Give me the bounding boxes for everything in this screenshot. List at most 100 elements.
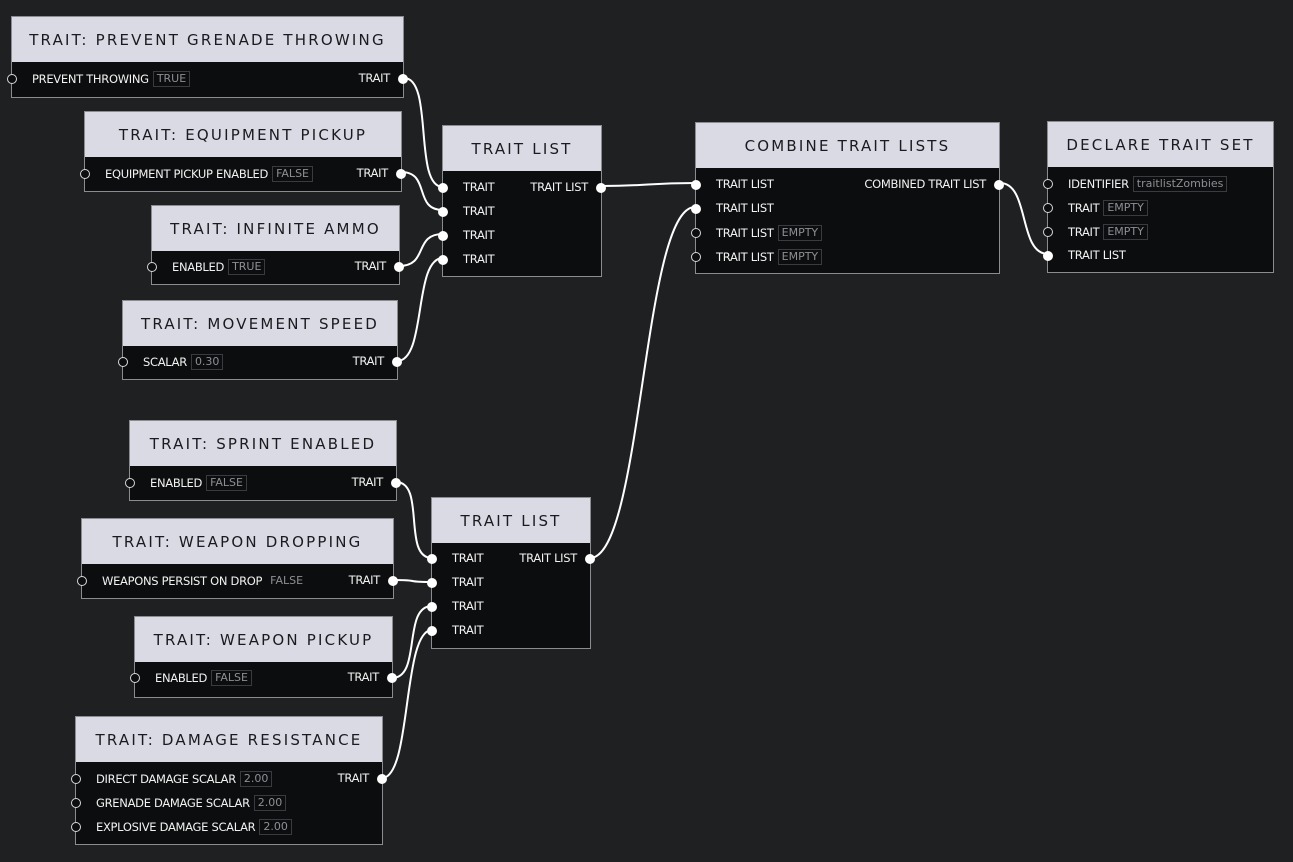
node-trait-weapon-pickup[interactable]: TRAIT: WEAPON PICKUP ENABLED FALSE TRAIT <box>130 616 397 698</box>
node-trait-list-2[interactable]: TRAIT LIST TRAIT TRAIT LIST TRAIT TRAIT … <box>427 497 595 649</box>
input-value-field[interactable]: 2.00 <box>259 819 292 835</box>
input-value-field[interactable]: 2.00 <box>239 771 273 787</box>
node-row: TRAIT LIST EMPTY <box>691 248 999 266</box>
output-pin[interactable] <box>392 357 402 367</box>
input-pin[interactable] <box>125 478 135 488</box>
input-value-field[interactable]: FALSE <box>272 166 313 182</box>
input-label: EQUIPMENT PICKUP ENABLED <box>105 167 269 181</box>
node-row: GRENADE DAMAGE SCALAR 2.00 <box>71 794 382 812</box>
input-value-field[interactable]: EMPTY <box>1103 200 1148 216</box>
input-label: WEAPONS PERSIST ON DROP <box>102 574 263 588</box>
wire <box>400 171 444 211</box>
input-pin[interactable] <box>438 207 448 217</box>
input-label: IDENTIFIER <box>1068 177 1129 191</box>
node-trait-equipment-pickup[interactable]: TRAIT: EQUIPMENT PICKUP EQUIPMENT PICKUP… <box>80 111 406 192</box>
node-title[interactable]: TRAIT: MOVEMENT SPEED <box>123 301 397 346</box>
input-label: TRAIT <box>463 252 495 266</box>
input-value-field[interactable]: EMPTY <box>777 249 823 265</box>
output-pin[interactable] <box>388 576 398 586</box>
input-pin[interactable] <box>77 576 87 586</box>
input-label: PREVENT THROWING <box>32 72 149 86</box>
output-pin[interactable] <box>391 478 401 488</box>
input-pin[interactable] <box>438 255 448 265</box>
input-label: DIRECT DAMAGE SCALAR <box>96 772 236 786</box>
output-pin[interactable] <box>377 774 387 784</box>
input-pin[interactable] <box>7 74 17 84</box>
input-label: TRAIT <box>463 180 495 194</box>
node-row: TRAIT LIST <box>1043 247 1273 265</box>
input-pin[interactable] <box>691 228 701 238</box>
node-title[interactable]: COMBINE TRAIT LISTS <box>696 123 999 168</box>
input-pin[interactable] <box>1043 179 1053 189</box>
input-value-field[interactable]: EMPTY <box>1103 224 1148 240</box>
input-pin[interactable] <box>427 602 437 612</box>
output-label: COMBINED TRAIT LIST <box>864 177 986 191</box>
input-value-field[interactable]: FALSE <box>270 574 304 587</box>
output-pin[interactable] <box>387 673 397 683</box>
input-pin[interactable] <box>1043 203 1053 213</box>
output-pin[interactable] <box>398 74 408 84</box>
node-trait-infinite-ammo[interactable]: TRAIT: INFINITE AMMO ENABLED TRUE TRAIT <box>147 205 404 285</box>
input-value-field[interactable]: FALSE <box>206 475 247 491</box>
input-pin[interactable] <box>147 262 157 272</box>
node-trait-weapon-dropping[interactable]: TRAIT: WEAPON DROPPING WEAPONS PERSIST O… <box>77 518 398 599</box>
node-row: DIRECT DAMAGE SCALAR 2.00 TRAIT <box>71 770 387 788</box>
node-title[interactable]: TRAIT: WEAPON PICKUP <box>135 617 392 662</box>
node-trait-damage-resistance[interactable]: TRAIT: DAMAGE RESISTANCE DIRECT DAMAGE S… <box>71 716 387 845</box>
input-pin[interactable] <box>1043 251 1053 261</box>
input-pin[interactable] <box>1043 227 1053 237</box>
input-pin[interactable] <box>691 180 701 190</box>
input-value-field[interactable]: 2.00 <box>253 795 287 811</box>
node-row: TRAIT LIST <box>691 200 999 218</box>
output-label: TRAIT LIST <box>530 180 588 194</box>
wire <box>999 182 1049 255</box>
input-pin[interactable] <box>130 673 140 683</box>
node-title[interactable]: DECLARE TRAIT SET <box>1048 122 1273 167</box>
node-title[interactable]: TRAIT: DAMAGE RESISTANCE <box>76 717 382 762</box>
node-row: ENABLED TRUE TRAIT <box>147 258 404 276</box>
input-value-field[interactable]: TRUE <box>228 259 266 275</box>
output-pin[interactable] <box>396 169 406 179</box>
input-pin[interactable] <box>438 183 448 193</box>
input-pin[interactable] <box>71 798 81 808</box>
output-label: TRAIT <box>356 166 389 180</box>
node-trait-sprint-enabled[interactable]: TRAIT: SPRINT ENABLED ENABLED FALSE TRAI… <box>125 420 401 501</box>
output-pin[interactable] <box>585 554 595 564</box>
input-value-field[interactable]: FALSE <box>211 670 252 686</box>
input-pin[interactable] <box>438 231 448 241</box>
output-pin[interactable] <box>394 262 404 272</box>
node-declare-trait-set[interactable]: DECLARE TRAIT SET IDENTIFIER traitlistZo… <box>1043 121 1274 273</box>
node-title[interactable]: TRAIT LIST <box>432 498 590 543</box>
output-pin[interactable] <box>994 180 1004 190</box>
node-title[interactable]: TRAIT: WEAPON DROPPING <box>82 519 393 564</box>
input-value-field[interactable]: EMPTY <box>777 225 823 241</box>
input-pin[interactable] <box>427 626 437 636</box>
input-pin[interactable] <box>691 204 701 214</box>
node-row: SCALAR 0.30 TRAIT <box>118 353 402 371</box>
node-title[interactable]: TRAIT: SPRINT ENABLED <box>130 421 396 466</box>
wire <box>398 233 444 267</box>
input-label: TRAIT <box>463 228 495 242</box>
input-pin[interactable] <box>427 578 437 588</box>
input-value-field[interactable]: 0.30 <box>190 354 224 370</box>
node-title[interactable]: TRAIT: INFINITE AMMO <box>152 206 399 251</box>
input-pin[interactable] <box>71 774 81 784</box>
identifier-input[interactable]: traitlistZombies <box>1132 176 1228 192</box>
node-title[interactable]: TRAIT: PREVENT GRENADE THROWING <box>12 17 403 62</box>
node-title[interactable]: TRAIT: EQUIPMENT PICKUP <box>85 112 401 157</box>
input-pin[interactable] <box>427 554 437 564</box>
node-trait-movement-speed[interactable]: TRAIT: MOVEMENT SPEED SCALAR 0.30 TRAIT <box>118 300 402 380</box>
node-combine-trait-lists[interactable]: COMBINE TRAIT LISTS TRAIT LIST COMBINED … <box>691 122 1004 274</box>
input-value-field[interactable]: TRUE <box>152 71 191 87</box>
node-trait-prevent-grenade-throwing[interactable]: TRAIT: PREVENT GRENADE THROWING PREVENT … <box>7 16 408 98</box>
input-pin[interactable] <box>71 822 81 832</box>
node-row: TRAIT TRAIT LIST <box>438 179 606 197</box>
node-row: PREVENT THROWING TRUE TRAIT <box>7 70 408 88</box>
input-pin[interactable] <box>118 357 128 367</box>
output-pin[interactable] <box>596 183 606 193</box>
node-trait-list-1[interactable]: TRAIT LIST TRAIT TRAIT LIST TRAIT TRAIT … <box>438 125 606 277</box>
node-row: ENABLED FALSE TRAIT <box>130 669 397 687</box>
input-pin[interactable] <box>80 169 90 179</box>
input-pin[interactable] <box>691 252 701 262</box>
node-title[interactable]: TRAIT LIST <box>443 126 601 171</box>
